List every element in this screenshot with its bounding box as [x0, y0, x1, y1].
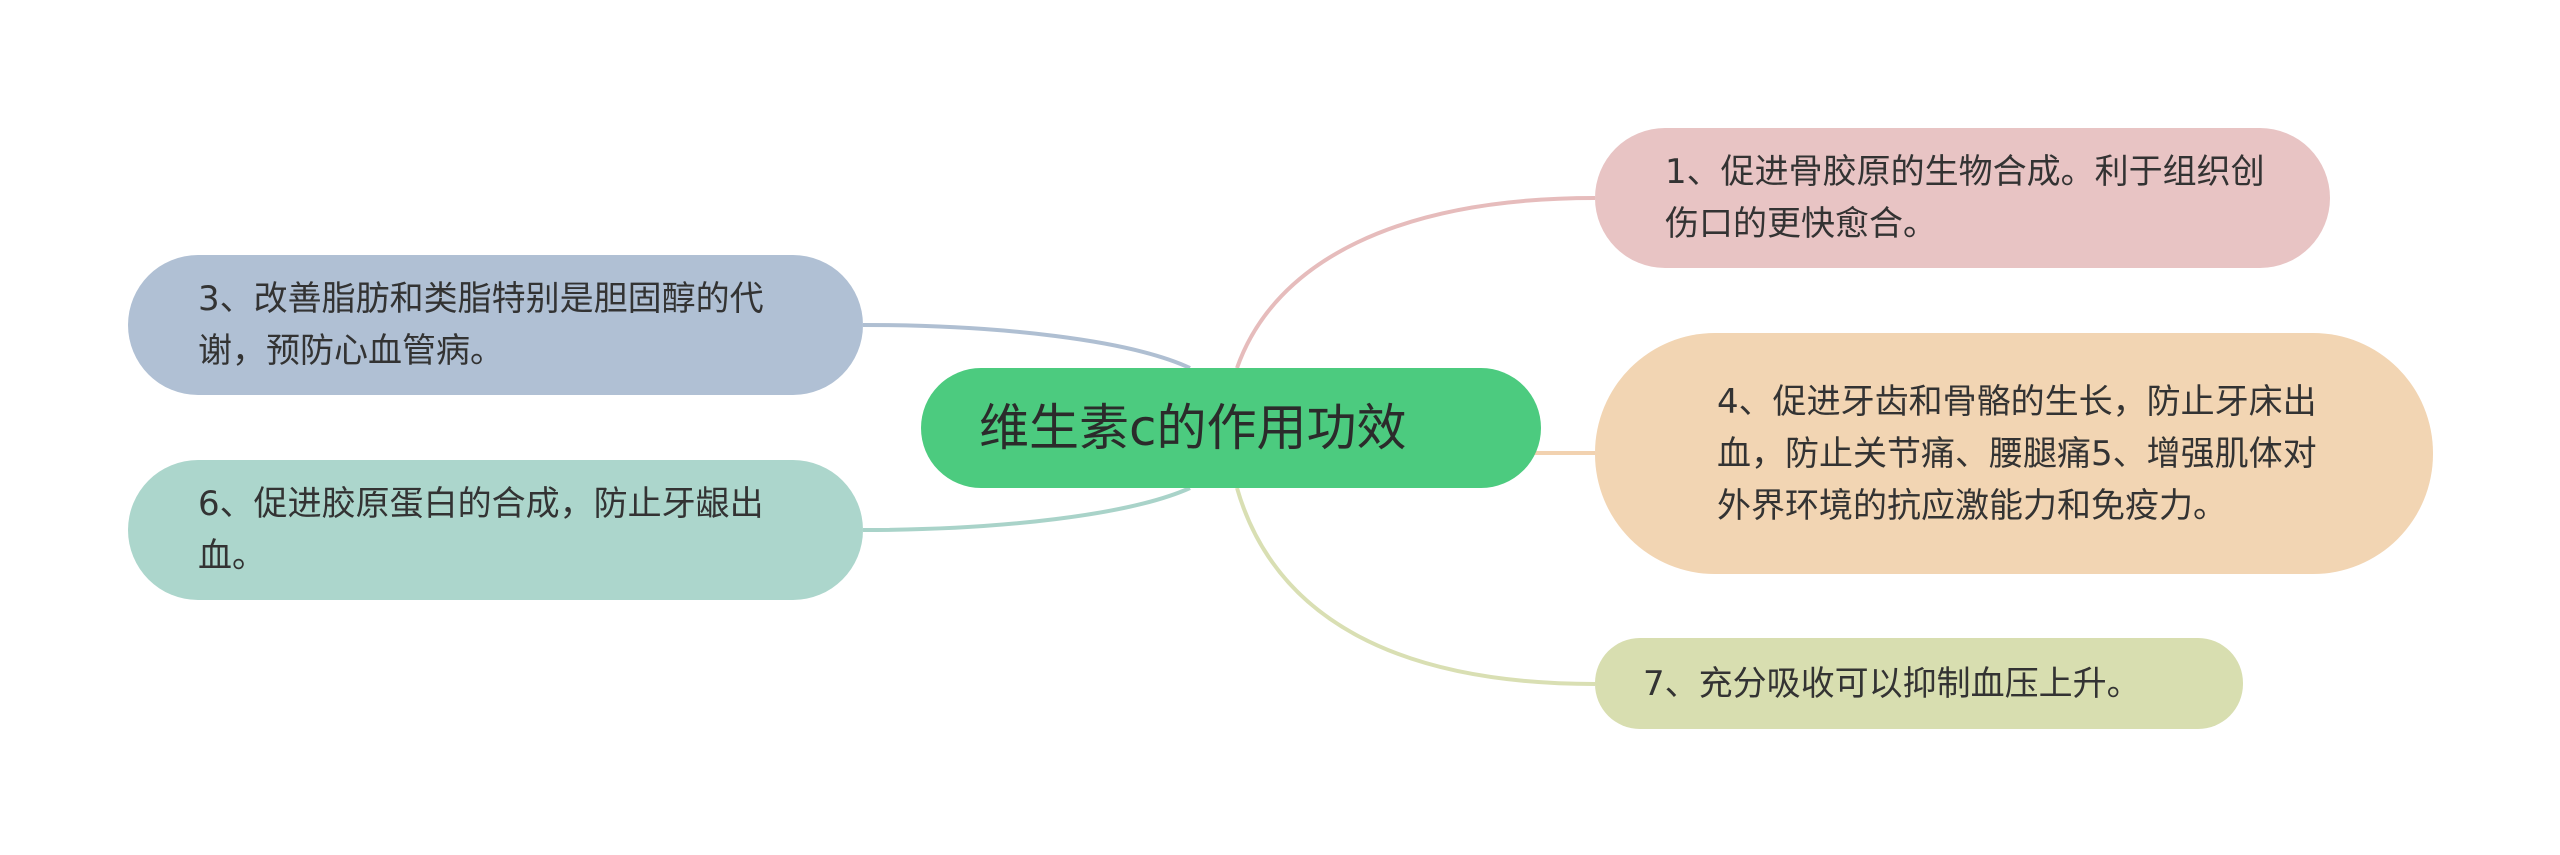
branch-node-1[interactable]: 1、促进骨胶原的生物合成。利于组织创伤口的更快愈合。	[1595, 128, 2330, 268]
branch-node-3[interactable]: 3、改善脂肪和类脂特别是胆固醇的代谢，预防心血管病。	[128, 255, 863, 395]
branch-node-7-label: 7、充分吸收可以抑制血压上升。	[1643, 663, 2141, 704]
branch-node-4-label: 4、促进牙齿和骨骼的生长，防止牙床出血，防止关节痛、腰腿痛5、增强肌体对外界环境…	[1717, 381, 2317, 526]
connector-line-7	[1235, 487, 1596, 686]
central-topic-label: 维生素c的作用功效	[979, 399, 1407, 457]
connector-line-3	[862, 323, 1191, 370]
connector-line-6	[862, 486, 1191, 532]
connector-line-1	[1235, 196, 1596, 369]
branch-node-4[interactable]: 4、促进牙齿和骨骼的生长，防止牙床出血，防止关节痛、腰腿痛5、增强肌体对外界环境…	[1595, 333, 2433, 574]
branch-node-6[interactable]: 6、促进胶原蛋白的合成，防止牙龈出血。	[128, 460, 863, 600]
branch-node-1-label: 1、促进骨胶原的生物合成。利于组织创伤口的更快愈合。	[1665, 152, 2265, 244]
branch-node-6-label: 6、促进胶原蛋白的合成，防止牙龈出血。	[198, 484, 764, 576]
central-topic[interactable]: 维生素c的作用功效	[921, 368, 1541, 488]
branch-node-3-label: 3、改善脂肪和类脂特别是胆固醇的代谢，预防心血管病。	[198, 279, 764, 371]
branch-node-7[interactable]: 7、充分吸收可以抑制血压上升。	[1595, 638, 2243, 729]
